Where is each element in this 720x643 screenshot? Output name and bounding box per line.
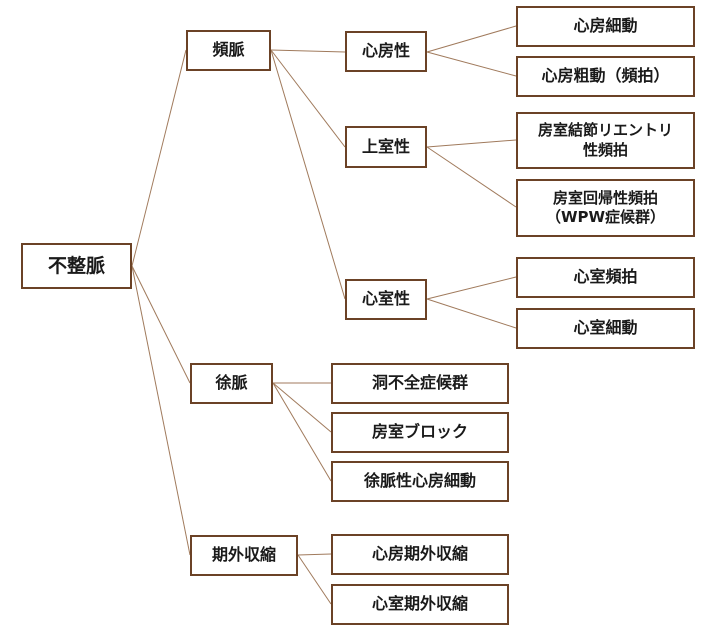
edge-root-brady [131, 265, 191, 384]
node-av-block: 房室ブロック [331, 412, 509, 453]
node-atrial: 心房性 [345, 31, 427, 72]
edge-brady-avb [272, 382, 332, 433]
node-tachy: 頻脈 [186, 30, 271, 71]
edge-tachy-atrial [270, 49, 346, 53]
node-vt: 心室頻拍 [516, 257, 695, 298]
edge-atrial-flutter [426, 25, 517, 53]
edge-extra-pvc [297, 554, 332, 605]
node-vent: 心室性 [345, 279, 427, 320]
edge-vent-vt [426, 276, 517, 300]
edge-vent-vf [426, 298, 517, 329]
node-brady-af: 徐脈性心房細動 [331, 461, 509, 502]
edge-supra-avnrt [426, 139, 517, 148]
node-avnrt: 房室結節リエントリ 性頻拍 [516, 112, 695, 169]
edge-root-extra [131, 265, 191, 556]
edge-root-tachy [131, 49, 187, 267]
node-avrt: 房室回帰性頻拍 （WPW症候群） [516, 179, 695, 237]
node-supra: 上室性 [345, 126, 427, 168]
node-root: 不整脈 [21, 243, 132, 289]
edge-brady-af [272, 382, 332, 482]
node-atrial-fibrillation: 心房細動 [516, 6, 695, 47]
node-pac: 心房期外収縮 [331, 534, 509, 575]
edge-tachy-supra [270, 49, 346, 148]
node-atrial-flutter: 心房粗動（頻拍） [516, 56, 695, 97]
edge-atrial-coarse [426, 51, 517, 77]
edge-tachy-vent [270, 49, 346, 300]
node-extra: 期外収縮 [190, 535, 298, 576]
node-sick-sinus: 洞不全症候群 [331, 363, 509, 404]
node-pvc: 心室期外収縮 [331, 584, 509, 625]
edge-extra-pac [297, 553, 332, 556]
edge-supra-avrt [426, 146, 517, 208]
node-vf: 心室細動 [516, 308, 695, 349]
node-brady: 徐脈 [190, 363, 273, 404]
